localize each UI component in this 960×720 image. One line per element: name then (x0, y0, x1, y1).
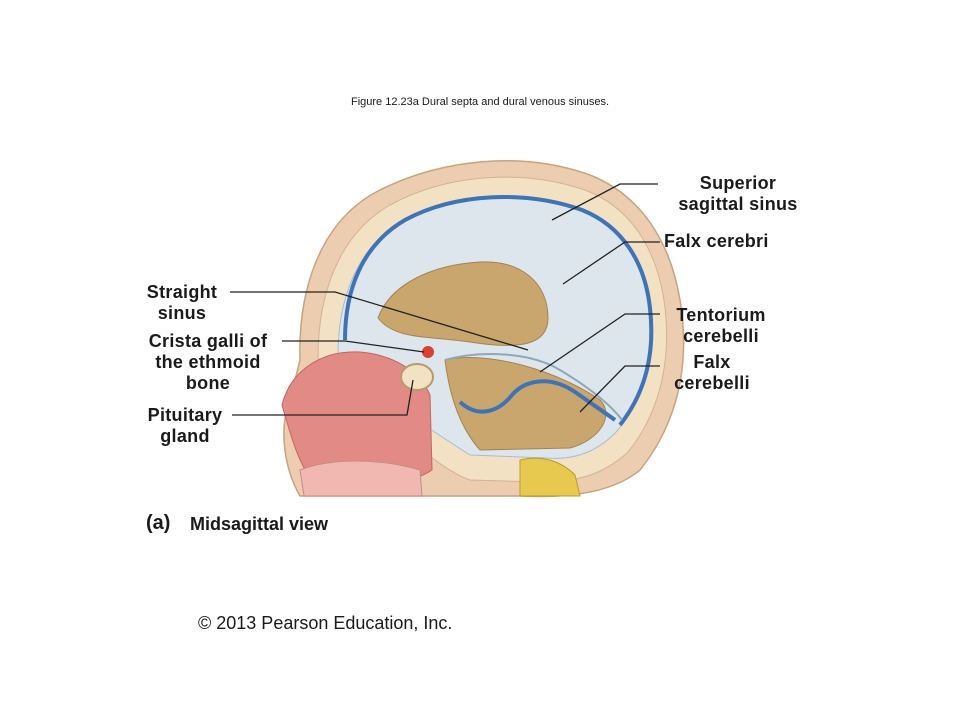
leader-straight-sinus (230, 291, 529, 351)
leader-crista-galli (282, 340, 425, 353)
copyright-notice: © 2013 Pearson Education, Inc. (198, 613, 453, 633)
posterior-fossa (444, 357, 607, 451)
label-falx-cerebelli: Falx cerebelli (674, 352, 750, 393)
view-title: Midsagittal view (190, 514, 329, 534)
crista-galli-shape (422, 346, 434, 358)
pituitary-gland-shape (400, 363, 434, 391)
label-tentorium-cerebelli: Tentorium cerebelli (676, 305, 766, 346)
label-straight-sinus: Straight sinus (146, 282, 218, 323)
cerebral-cavity (377, 261, 549, 346)
panel-letter: (a) (146, 512, 171, 534)
tentorium-edge (444, 353, 623, 421)
label-falx-cerebri: Falx cerebri (664, 231, 769, 251)
label-crista-galli: Crista galli of the ethmoid bone (148, 331, 268, 393)
label-pituitary-gland: Pituitary gland (147, 405, 223, 446)
leader-tentorium-cerebelli (539, 313, 660, 373)
leader-superior-sagittal-sinus (551, 183, 658, 221)
figure-caption: Figure 12.23a Dural septa and dural veno… (350, 96, 610, 108)
label-superior-sagittal-sinus: Superior sagittal sinus (678, 173, 798, 214)
cervical-spine (519, 457, 581, 497)
leader-falx-cerebri (562, 241, 660, 285)
leader-pituitary-gland (232, 379, 414, 416)
straight-sinus-vessel (458, 379, 617, 422)
oral-tissue (299, 460, 423, 497)
leader-falx-cerebelli (579, 365, 660, 413)
